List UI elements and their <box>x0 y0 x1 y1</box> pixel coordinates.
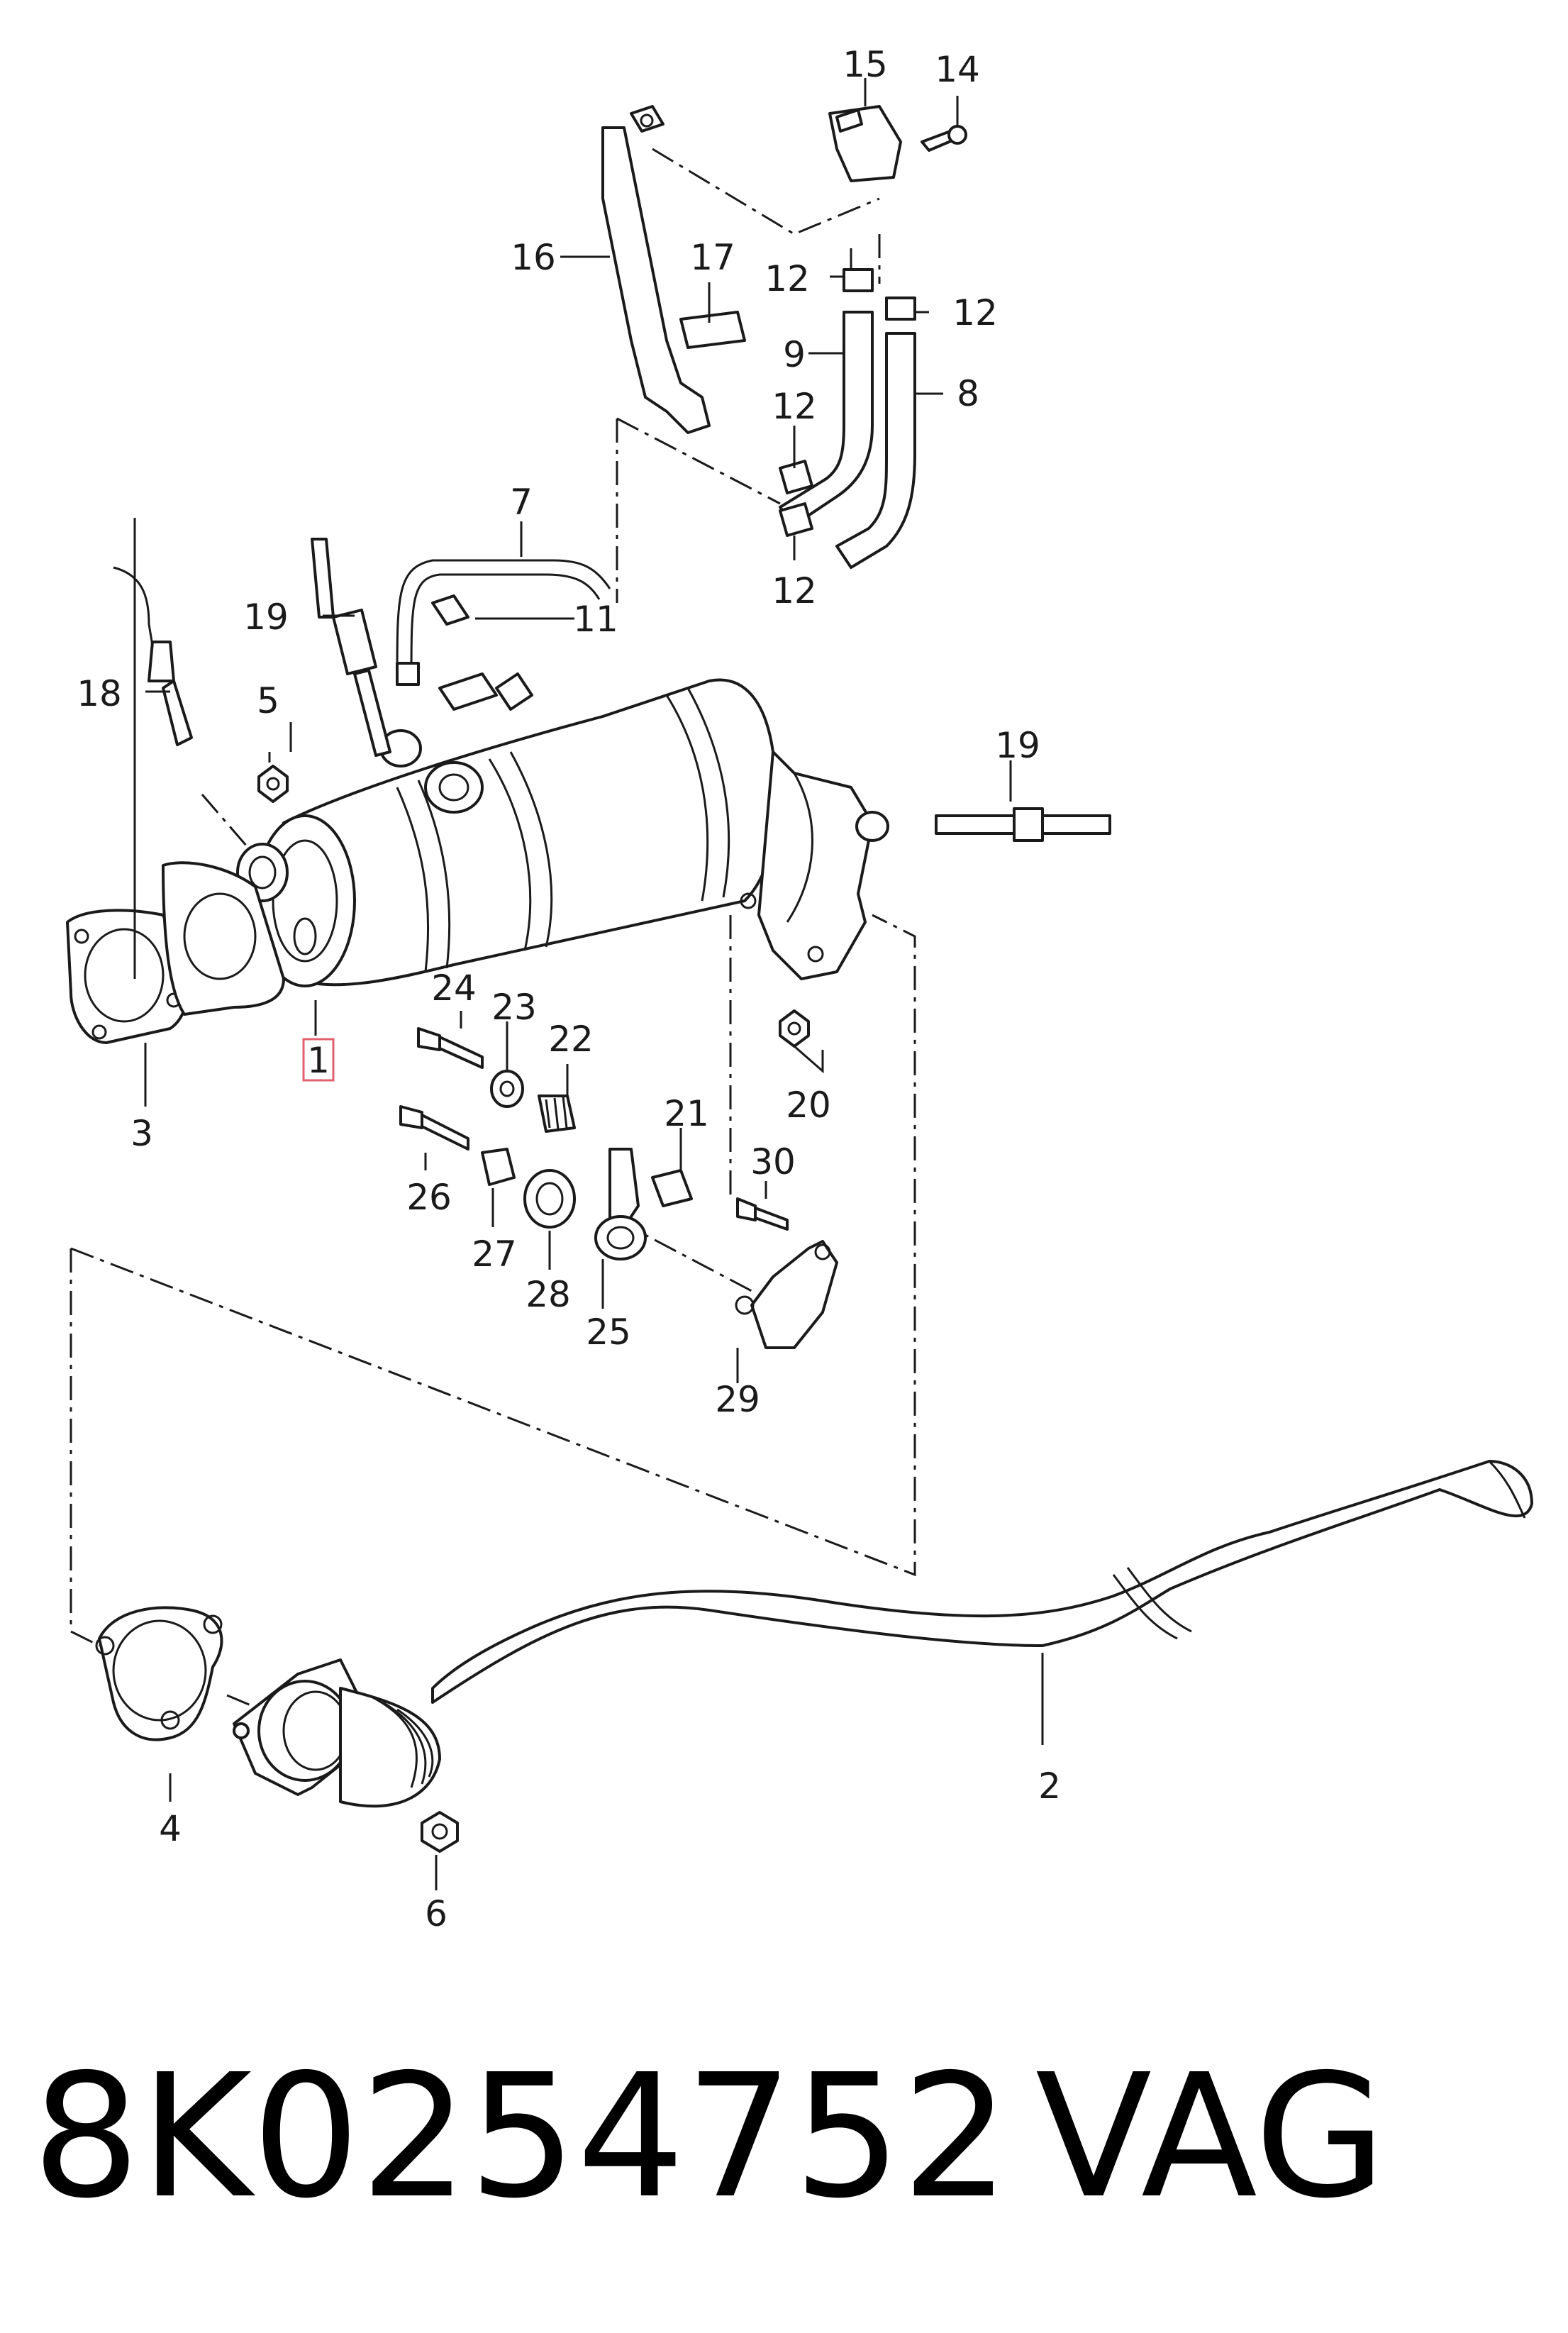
clip-11 <box>431 594 469 626</box>
lambda-sensor-18 <box>113 566 193 746</box>
callout-26: 26 <box>406 1177 452 1218</box>
callout-7: 7 <box>510 482 533 523</box>
callout-3: 3 <box>130 1113 153 1154</box>
callout-9: 9 <box>783 334 806 375</box>
brand-label: VAG <box>1035 2037 1386 2236</box>
temperature-sensor-19-right <box>935 807 1111 842</box>
alignment-lines <box>69 148 916 1732</box>
callout-2: 2 <box>1038 1766 1061 1807</box>
callout-4: 4 <box>159 1808 182 1849</box>
pipe-flange <box>233 1658 441 1808</box>
dpf-top-bracket <box>438 672 533 711</box>
callout-1: 1 <box>307 1040 330 1081</box>
exhaust-pipe <box>431 1460 1533 1704</box>
callout-11: 11 <box>573 599 618 640</box>
callout-8: 8 <box>957 373 979 414</box>
callout-12-a: 12 <box>764 258 810 299</box>
callout-6: 6 <box>425 1893 447 1934</box>
callout-19-right: 19 <box>995 725 1040 766</box>
nut-6 <box>421 1811 459 1853</box>
nut-5 <box>257 765 289 803</box>
dpf-outlet-cone <box>740 750 889 980</box>
pressure-sensor-assembly <box>601 105 967 569</box>
callout-21: 21 <box>664 1093 709 1134</box>
callout-17: 17 <box>690 237 735 278</box>
nut-20 <box>779 1009 810 1048</box>
callout-19-left: 19 <box>243 597 289 638</box>
leader-lines <box>133 78 1044 1890</box>
callout-16: 16 <box>511 237 556 278</box>
callout-18: 18 <box>77 673 122 714</box>
callout-27: 27 <box>472 1234 517 1275</box>
callout-23: 23 <box>491 987 537 1028</box>
callout-14: 14 <box>935 49 980 90</box>
callout-5: 5 <box>257 680 279 721</box>
callout-22: 22 <box>548 1019 594 1060</box>
callout-12-c: 12 <box>772 386 817 427</box>
particulate-filter <box>236 678 777 987</box>
callout-labels: 1 2 3 4 5 6 7 8 9 11 12 12 12 12 14 15 1… <box>77 44 1061 1934</box>
callout-12-b: 12 <box>952 292 998 333</box>
callout-30: 30 <box>750 1141 796 1182</box>
part-number: 8K0254752 <box>32 2037 1010 2236</box>
pressure-pipe-7 <box>396 559 611 686</box>
dpf-inlet-flange <box>162 861 285 1016</box>
callout-20: 20 <box>786 1085 831 1126</box>
callout-24: 24 <box>431 968 477 1009</box>
callout-1-highlight <box>302 1038 335 1082</box>
temperature-sensor-19-top <box>311 538 391 757</box>
callout-28: 28 <box>526 1274 571 1315</box>
gasket-4 <box>95 1606 223 1741</box>
callout-15: 15 <box>843 44 888 85</box>
callout-29: 29 <box>715 1379 760 1420</box>
callout-12-d: 12 <box>772 570 817 611</box>
mounting-hardware <box>399 1027 838 1349</box>
callout-25: 25 <box>586 1312 631 1353</box>
